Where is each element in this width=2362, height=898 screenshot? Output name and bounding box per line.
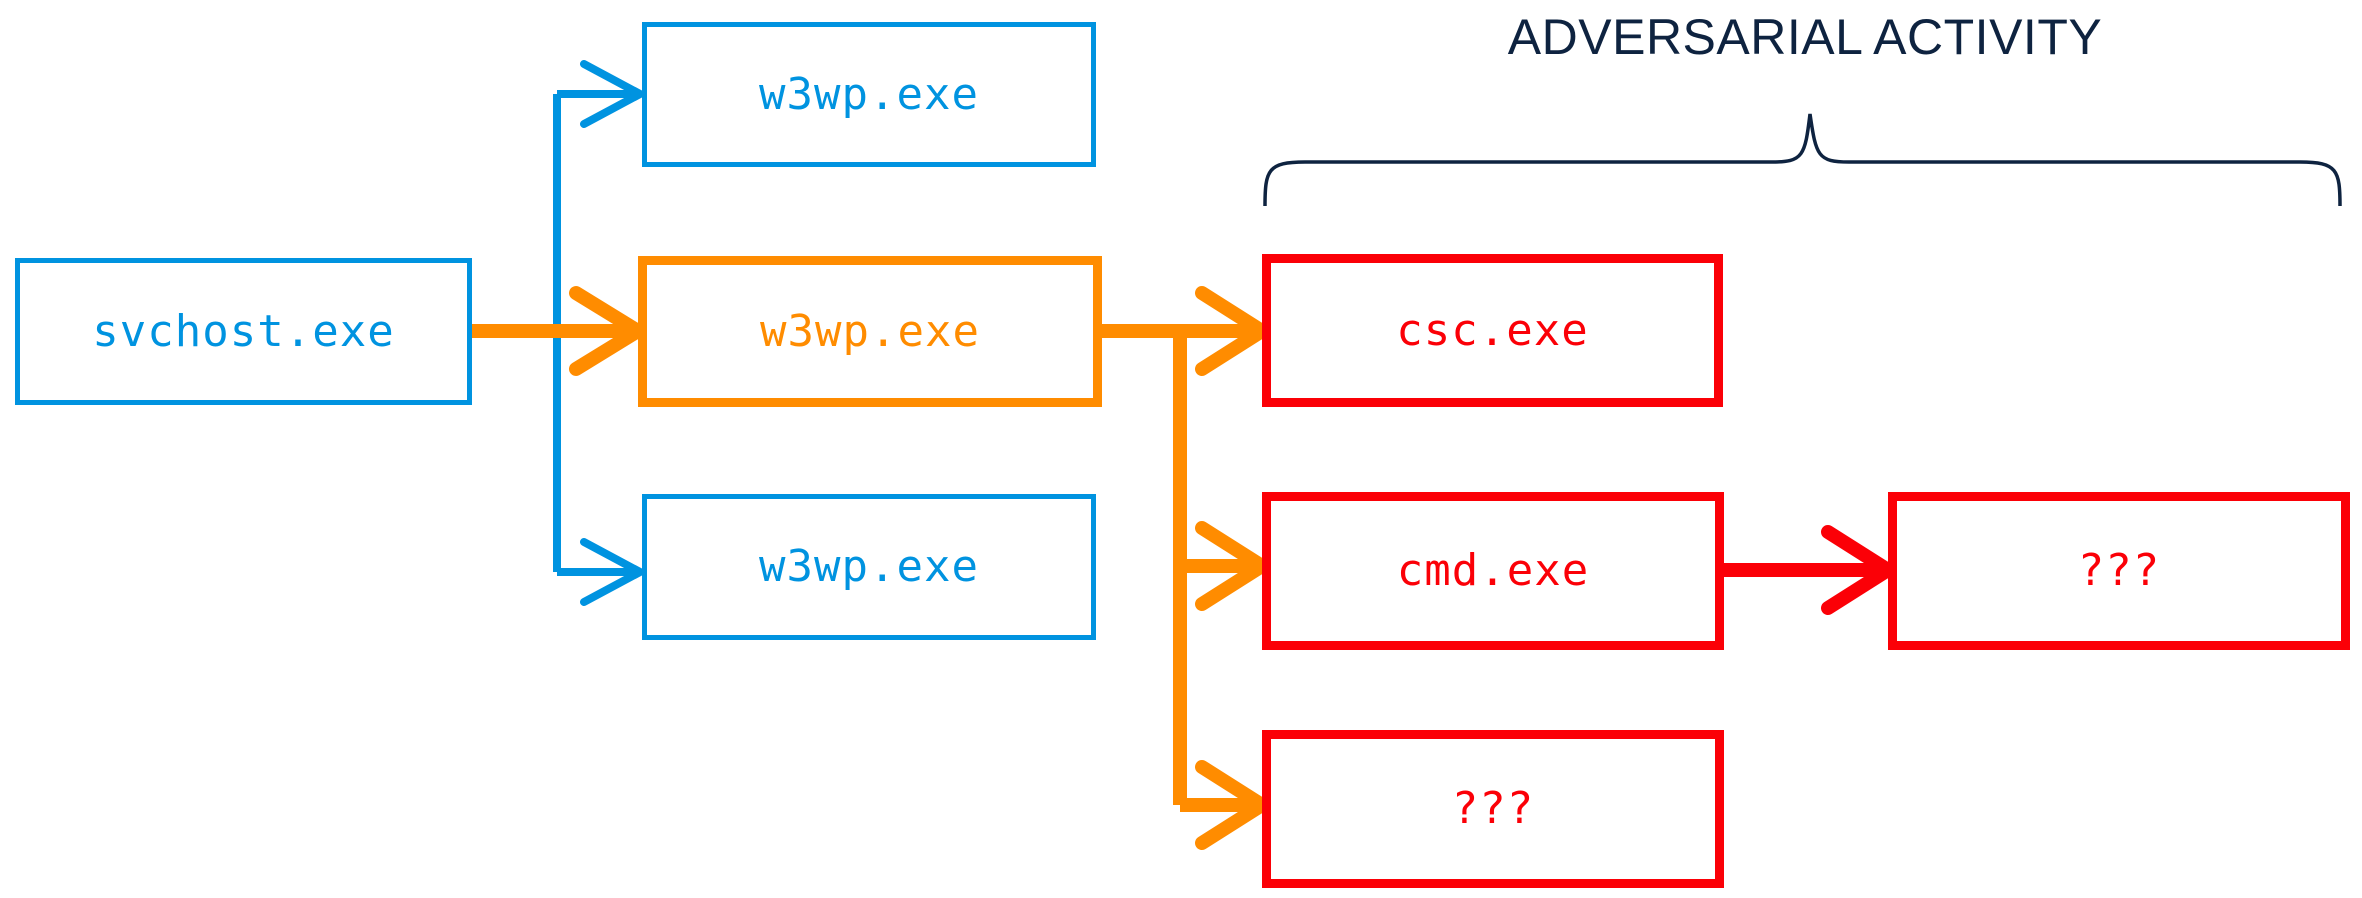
arrowhead-orange-csc (1195, 286, 1269, 376)
arrowhead-red-unknown (1821, 525, 1895, 615)
adversarial-activity-bracket (1263, 113, 2342, 207)
arrowhead-orange-cmd (1195, 521, 1269, 611)
process-node-unknown-right[interactable]: ??? (1888, 492, 2350, 650)
process-node-w3wp-bottom[interactable]: w3wp.exe (642, 494, 1096, 640)
process-node-unknown-bottom[interactable]: ??? (1262, 730, 1724, 888)
edge-w3wp-mid-to-adversarial (1102, 324, 1258, 812)
arrowhead-orange-mid (569, 286, 645, 376)
process-node-cmd[interactable]: cmd.exe (1262, 492, 1724, 650)
adversarial-activity-title: ADVERSARIAL ACTIVITY (1507, 9, 2103, 65)
arrowhead-blue-bottom (580, 538, 649, 606)
process-node-svchost[interactable]: svchost.exe (15, 258, 472, 405)
process-node-csc[interactable]: csc.exe (1262, 254, 1723, 407)
arrowhead-blue-top (580, 60, 649, 128)
edge-svchost-to-w3wp-branches (553, 90, 636, 576)
process-node-w3wp-top[interactable]: w3wp.exe (642, 22, 1096, 167)
process-node-w3wp-compromised[interactable]: w3wp.exe (638, 256, 1102, 407)
arrowhead-orange-unknown-bottom (1195, 760, 1269, 850)
